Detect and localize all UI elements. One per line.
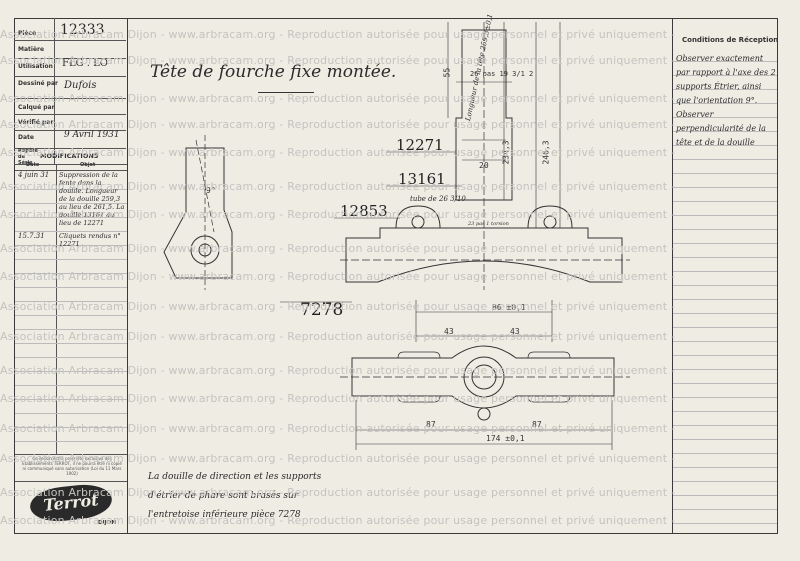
divider xyxy=(14,148,126,149)
divider xyxy=(15,481,127,482)
divider xyxy=(15,164,127,165)
dim-tube-thread: 26 pas 19 3/1 2 xyxy=(470,70,534,78)
dim-tube-diameter: tube de 26 3/10 xyxy=(410,195,466,203)
reception-heading: Conditions de Réception xyxy=(682,36,779,44)
watermark-line: Association Arbracam Dijon - www.arbraca… xyxy=(0,118,676,131)
dim-20: 20 xyxy=(479,161,489,170)
watermark-line: Association Arbracam Dijon - www.arbraca… xyxy=(0,300,676,313)
part-number-7278: 7278 xyxy=(300,300,344,320)
dim-174: 174 ±0,1 xyxy=(486,434,525,443)
dim-87-right: 87 xyxy=(532,420,542,429)
piece-value: 12333 xyxy=(60,22,105,38)
watermark-line: Association Arbracam Dijon - www.arbraca… xyxy=(0,392,676,405)
watermark-line: Association Arbracam Dijon - www.arbraca… xyxy=(0,242,676,255)
divider xyxy=(14,114,126,115)
watermark-line: Association Arbracam Dijon - www.arbraca… xyxy=(0,422,676,435)
watermark-line: Association Arbracam Dijon - www.arbraca… xyxy=(0,452,676,465)
utilisation-label: Utilisation xyxy=(18,63,53,70)
reception-lines xyxy=(673,48,777,532)
part-number-12853: 12853 xyxy=(340,202,388,220)
dim-angle: 9° xyxy=(206,186,216,195)
watermark-line: Association Arbracam Dijon - www.arbraca… xyxy=(0,330,676,343)
logo-city: DIJON xyxy=(98,520,116,526)
watermark-line: Association Arbracam Dijon - www.arbraca… xyxy=(0,270,676,283)
divider xyxy=(14,58,126,59)
modifications-lines xyxy=(15,176,127,454)
mod-date-2: 15.7.31 xyxy=(18,232,45,240)
date-label: Date xyxy=(18,134,34,141)
watermark-line: Association Arbracam Dijon - www.arbraca… xyxy=(0,146,676,159)
mod-objet-1: Suppression de la fente dans la douille.… xyxy=(59,171,125,227)
right-clamp xyxy=(527,205,573,229)
watermark-line: Association Arbracam Dijon - www.arbraca… xyxy=(0,54,676,67)
dim-43-left: 43 xyxy=(444,327,454,336)
dim-87-left: 87 xyxy=(426,420,436,429)
left-clamp xyxy=(395,205,441,229)
side-view-outline xyxy=(163,147,233,279)
plan-view-outline xyxy=(351,345,615,409)
steering-tube xyxy=(455,29,513,201)
drawing-title: Tête de fourche fixe montée. xyxy=(150,62,397,82)
verifie-label: Vérifié par xyxy=(18,119,54,126)
dim-thread-note: 23 pas 1 torsion xyxy=(468,221,509,227)
watermark-line: Association Arbracam Dijon - www.arbraca… xyxy=(0,28,676,41)
divider xyxy=(14,98,126,99)
watermark-line: Association Arbracam Dijon - www.arbraca… xyxy=(0,514,676,527)
utilisation-value: FLG . LO xyxy=(62,58,108,69)
piece-label: Pièce xyxy=(18,30,37,37)
mod-date-1: 4 juin 31 xyxy=(18,171,50,179)
title-underline xyxy=(258,92,314,93)
divider xyxy=(15,170,127,171)
legal-note: Ce dessin est la propriété exclusive des… xyxy=(22,456,122,476)
reception-text: Observer exactement par rapport à l'axe … xyxy=(676,54,776,147)
mod-col-objet: Objet xyxy=(80,162,96,168)
divider xyxy=(14,40,126,41)
date-value: 9 Avril 1931 xyxy=(64,130,120,140)
watermark-line: Association Arbracam Dijon - www.arbraca… xyxy=(0,208,676,221)
dim-86: 86 ±0,1 xyxy=(492,303,526,312)
mod-col-date: Date xyxy=(26,162,40,168)
divider xyxy=(15,454,127,455)
calque-label: Calqué par xyxy=(18,104,55,111)
watermark-line: Association Arbracam Dijon - www.arbraca… xyxy=(0,92,676,105)
mod-objet-2: Cliquets rendus n° 12271 xyxy=(59,232,121,248)
divider xyxy=(54,18,55,164)
watermark-line: Association Arbracam Dijon - www.arbraca… xyxy=(0,180,676,193)
part-number-13161: 13161 xyxy=(398,170,446,188)
divider xyxy=(14,130,126,131)
divider xyxy=(14,76,126,77)
part-number-12271: 12271 xyxy=(396,136,444,154)
crown-outline xyxy=(345,227,623,283)
modifications-heading: MODIFICATIONS xyxy=(40,152,99,160)
dim-43-right: 43 xyxy=(510,327,520,336)
dessine-value: Dufois xyxy=(64,80,97,91)
repere-label: Repère de Série xyxy=(18,148,39,166)
reception-column xyxy=(672,18,778,534)
dessine-label: Dessiné par xyxy=(18,80,58,87)
assembly-note: La douille de direction et les supports … xyxy=(148,472,322,520)
watermark-line: Association Arbracam Dijon - www.arbraca… xyxy=(0,364,676,377)
drawing-frame xyxy=(14,18,778,534)
watermark-line: Association Arbracam Dijon - www.arbraca… xyxy=(0,486,676,499)
matiere-label: Matière xyxy=(18,46,45,53)
